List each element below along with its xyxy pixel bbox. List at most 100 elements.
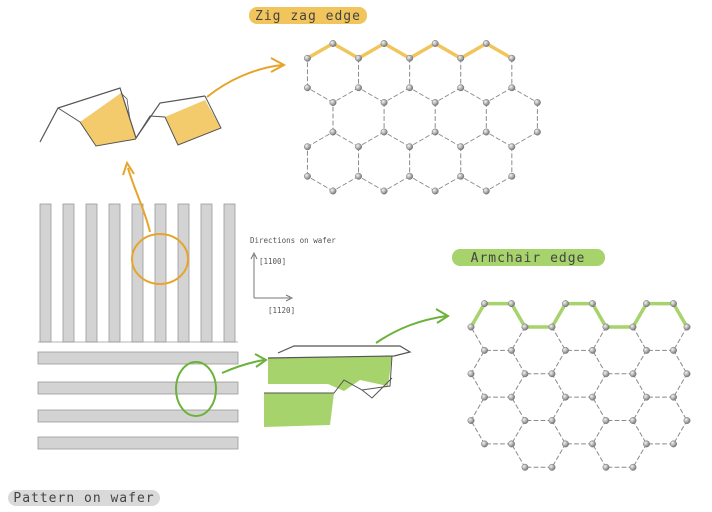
lattice-atom <box>589 393 596 401</box>
armchair-arrows <box>221 308 450 374</box>
lattice-bond <box>592 396 607 422</box>
lattice-bond <box>485 87 513 103</box>
lattice-bond <box>673 326 688 351</box>
vertical-stripe <box>62 203 75 343</box>
lattice-bond <box>551 396 566 422</box>
lattice-atom <box>508 346 515 354</box>
lattice-atom <box>508 393 515 401</box>
lattice-bond <box>632 326 647 351</box>
armchair-region-circle <box>175 361 217 417</box>
lattice-bond <box>632 373 647 398</box>
lattice-bond <box>383 87 411 103</box>
lattice-bond <box>332 131 360 148</box>
highlighted-edge-bond <box>509 301 527 329</box>
lattice-atom <box>457 84 465 92</box>
zigzag-title-highlight <box>249 7 367 24</box>
horizontal-stripe <box>37 436 239 450</box>
lattice-bond <box>470 396 485 422</box>
lattice-atom <box>533 99 541 106</box>
lattice-bond <box>434 87 462 103</box>
lattice-bond <box>511 131 538 148</box>
lattice-bond <box>358 87 385 103</box>
lattice-bond <box>358 175 385 192</box>
vertical-stripe <box>39 203 52 343</box>
lattice-atom <box>521 370 529 378</box>
zigzag-arrow-right <box>206 64 283 98</box>
lattice-atom <box>508 440 515 448</box>
lattice-atom <box>406 84 414 92</box>
lattice-bond <box>632 396 647 422</box>
zigzag-hexagonal-lattice <box>304 40 541 195</box>
zigzag-facet-left <box>80 93 136 146</box>
lattice-atom <box>406 143 414 151</box>
lattice-bond <box>511 396 526 422</box>
lattice-bond <box>306 131 334 148</box>
lattice-atom <box>329 187 337 195</box>
lattice-atom <box>562 393 569 401</box>
lattice-bond <box>632 420 647 445</box>
lattice-atom <box>508 54 516 62</box>
lattice-atom <box>683 417 691 424</box>
armchair-facet-upper <box>268 356 392 391</box>
armchair-title-highlight <box>452 249 605 266</box>
lattice-bond <box>511 349 526 375</box>
lattice-atom <box>548 323 556 331</box>
zigzag-arrows <box>122 57 287 233</box>
lattice-bond <box>306 175 334 192</box>
lattice-atom <box>304 143 311 151</box>
lattice-atom <box>457 54 465 62</box>
armchair-hexagonal-lattice <box>467 300 691 471</box>
lattice-bond <box>409 175 436 192</box>
highlighted-edge-bond <box>407 41 437 60</box>
direction-horizontal-label: [1120] <box>268 306 295 315</box>
lattice-bond <box>551 443 566 468</box>
lattice-atom <box>562 440 569 448</box>
zigzag-profile-right-edge <box>135 95 222 146</box>
lattice-bond <box>551 349 566 375</box>
lattice-bond <box>434 175 462 192</box>
lattice-atom <box>431 187 439 195</box>
lattice-atom <box>431 40 439 47</box>
armchair-profile-step <box>264 355 393 394</box>
lattice-atom <box>481 393 488 401</box>
lattice-bond <box>460 175 487 192</box>
lattice-atom <box>533 128 541 136</box>
lattice-atom <box>431 128 439 136</box>
zigzag-profile-left-edge <box>57 107 137 147</box>
lattice-atom <box>548 417 556 424</box>
lattice-atom <box>508 84 516 92</box>
highlighted-edge-bond <box>356 41 386 60</box>
vertical-stripe <box>154 203 167 343</box>
lattice-bond <box>551 373 566 398</box>
lattice-bond <box>632 349 647 375</box>
lattice-bond <box>673 396 688 422</box>
lattice-bond <box>383 175 411 192</box>
lattice-bond <box>409 131 436 148</box>
pattern-on-wafer-title: Pattern on wafer <box>8 490 160 506</box>
lattice-atom <box>548 370 556 378</box>
highlighted-edge-bond <box>433 41 463 60</box>
lattice-atom <box>508 143 516 151</box>
lattice-atom <box>457 143 465 151</box>
pattern-title-text: Pattern on wafer <box>13 491 154 506</box>
lattice-atom <box>431 99 439 106</box>
lattice-atom <box>482 187 490 195</box>
lattice-atom <box>521 463 529 471</box>
lattice-bond <box>592 443 607 468</box>
lattice-atom <box>629 417 637 424</box>
axis-vertical-arrowhead <box>250 251 258 260</box>
lattice-bond <box>511 420 526 445</box>
highlighted-edge-bond <box>550 301 568 329</box>
highlighted-edge-bond <box>484 41 514 60</box>
armchair-edge-title: Armchair edge <box>452 249 605 266</box>
vertical-stripe <box>223 203 236 343</box>
lattice-atom <box>329 40 337 47</box>
lattice-atom <box>304 172 311 180</box>
armchair-profile-sketch <box>264 345 412 427</box>
lattice-atom <box>467 417 475 424</box>
lattice-atom <box>602 417 610 424</box>
lattice-bond <box>673 420 688 445</box>
lattice-atom <box>467 323 475 331</box>
zigzag-region-circle <box>131 233 189 285</box>
